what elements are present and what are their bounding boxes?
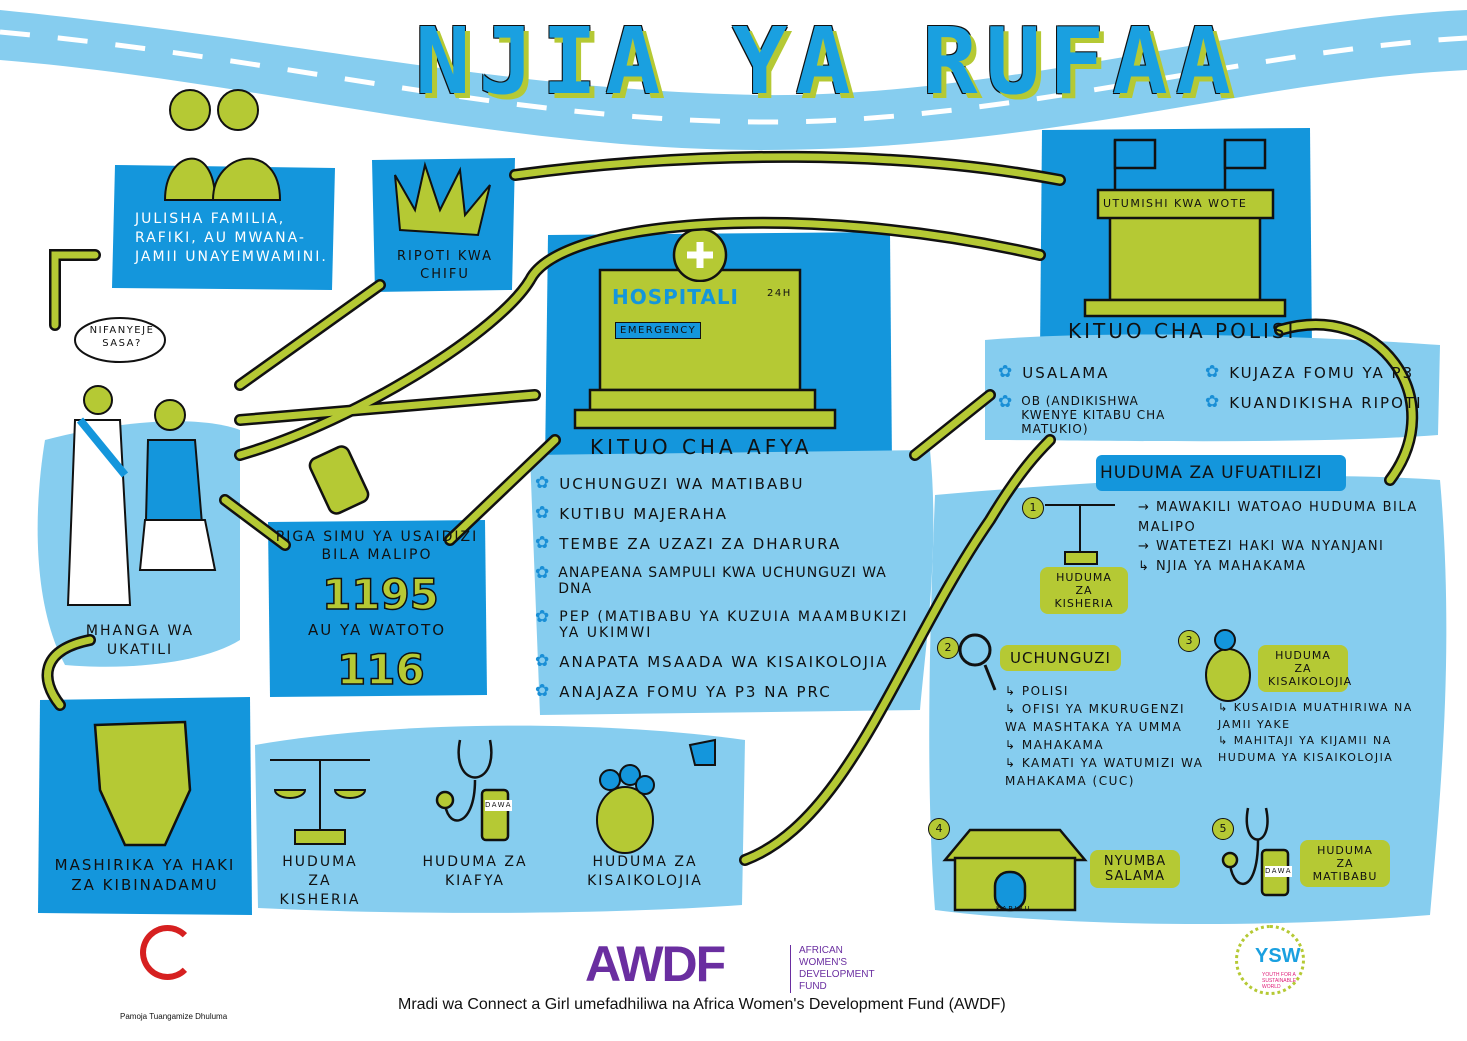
list-item: ✿UCHUNGUZI WA MATIBABU: [535, 473, 805, 494]
list-item: ↳ MAHAKAMA: [1005, 738, 1105, 752]
helpline-number[interactable]: 1195: [321, 569, 439, 620]
legal-tag: HUDUMA ZA KISHERIA: [1040, 567, 1128, 614]
followup-scales-icon: [1045, 504, 1115, 565]
police-list-right: ✿KUJAZA FOMU YA P3 ✿KUANDIKISHA RIPOTI: [1205, 364, 1435, 424]
list-item: ✿KUTIBU MAJERAHA: [535, 503, 729, 524]
flow-arrows: [41, 150, 1419, 866]
call-box: [268, 520, 487, 697]
hospital-sign: HOSPITALI: [608, 282, 743, 312]
thought-text: NIFANYEJE SASA?: [89, 325, 155, 349]
magnifier-icon: [958, 633, 997, 691]
flower-icon: ✿: [1205, 362, 1222, 382]
left-logo-icon: [140, 925, 195, 980]
police-label: KITUO CHA POLISI: [1068, 319, 1297, 343]
inform-text: JULISHA FAMILIA, RAFIKI, AU MWANA-JAMII …: [135, 211, 328, 265]
police-sign: UTUMISHI KWA WOTE: [1103, 197, 1248, 210]
list-item: ✿TEMBE ZA UZAZI ZA DHARURA: [535, 533, 842, 554]
step-number: 3: [1178, 630, 1200, 652]
police-list-left: ✿USALAMA ✿OB (ANDIKISHWA KWENYE KITABU C…: [998, 364, 1198, 448]
flower-icon: ✿: [535, 607, 552, 627]
list-item: ✿ANAPATA MSAADA WA KISAIKOLOJIA: [535, 651, 889, 672]
service-health: HUDUMA ZA KIAFYA: [422, 854, 528, 889]
flower-icon: ✿: [535, 563, 551, 583]
scales-icon: [270, 759, 370, 845]
thought-bubble: [74, 317, 166, 363]
list-item: ↳ KUSAIDIA MUATHIRIWA NA JAMII YAKE: [1218, 701, 1413, 731]
road: [0, 10, 1467, 150]
phone-icon: [308, 445, 370, 515]
call-text: PIGA SIMU YA USAIDIZI BILA MALIPO: [275, 529, 479, 564]
ysw-logo: YSW: [1255, 945, 1301, 967]
safe-house-tag: NYUMBA SALAMA: [1090, 850, 1180, 888]
awdf-name: AFRICAN WOMEN'S DEVELOPMENT FUND: [790, 945, 890, 993]
victim-label: MHANGA WA UKATILI: [85, 623, 195, 658]
list-item: ↳ MAHITAJI YA KIJAMII NA HUDUMA YA KISAI…: [1218, 734, 1394, 764]
list-item: ↳ NJIA YA MAHAKAMA: [1138, 558, 1307, 574]
hospital-services-list: ✿UCHUNGUZI WA MATIBABU ✿KUTIBU MAJERAHA …: [535, 475, 925, 713]
list-item: ✿USALAMA: [998, 362, 1110, 383]
flower-icon: ✿: [535, 681, 552, 701]
psych-tag: HUDUMA ZA KISAIKOLOJIA: [1258, 645, 1351, 692]
ysw-logo-ring: [1235, 925, 1305, 995]
psych-list: ↳ KUSAIDIA MUATHIRIWA NA JAMII YAKE ↳ MA…: [1218, 700, 1423, 766]
flower-icon: ✿: [535, 473, 552, 493]
whispering-people-icon: [163, 89, 282, 201]
door-sign: KARIBU: [996, 905, 1032, 913]
followup-title: HUDUMA ZA UFUATILIZI: [1100, 463, 1323, 483]
left-logo-caption: Pamoja Tuangamize Dhuluma: [120, 1012, 228, 1021]
fist-icon: [93, 720, 192, 847]
page-title: NJIA YA RUFAA: [415, 8, 1240, 115]
flower-icon: ✿: [998, 362, 1015, 382]
flower-icon: ✿: [535, 533, 552, 553]
list-item: ↳ KAMATI YA WATUMIZI WA MAHAKAMA (CUC): [1005, 756, 1204, 788]
list-item: ✿ANAJAZA FOMU YA P3 NA PRC: [535, 681, 832, 702]
list-item: → MAWAKILI WATOAO HUDUMA BILA MALIPO: [1138, 500, 1418, 535]
list-item: ↳ POLISI: [1005, 684, 1069, 698]
hospital-label: KITUO CHA AFYA: [590, 435, 813, 459]
step-number: 2: [937, 637, 959, 659]
child-helpline-number[interactable]: 116: [336, 644, 425, 695]
list-item: ✿KUANDIKISHA RIPOTI: [1205, 392, 1423, 413]
police-list-bg: [985, 334, 1440, 442]
list-item: ✿ANAPEANA SAMPULI KWA UCHUNGUZI WA DNA: [535, 563, 887, 598]
step-number: 1: [1022, 497, 1044, 519]
bottle-label: DAWA: [1265, 866, 1292, 877]
list-item: ✿OB (ANDIKISHWA KWENYE KITABU CHA MATUKI…: [998, 392, 1166, 437]
list-item: ✿PEP (MATIBABU YA KUZUIA MAAMBUKIZI YA U…: [535, 607, 909, 642]
list-item: → WATETEZI HAKI WA NYANJANI: [1138, 539, 1385, 554]
head-flowers-icon: [596, 738, 716, 854]
police-building-icon: [1083, 138, 1287, 318]
step-number: 5: [1212, 818, 1234, 840]
ysw-name: YOUTH FOR A SUSTAINABLE WORLD: [1262, 972, 1297, 990]
victim-illustration: [66, 385, 217, 606]
investigation-list: ↳ POLISI ↳ OFISI YA MKURUGENZI WA MASHTA…: [1005, 682, 1205, 790]
flower-icon: ✿: [998, 392, 1014, 412]
service-psych: HUDUMA ZA KISAIKOLOJIA: [587, 854, 703, 889]
flower-icon: ✿: [535, 503, 552, 523]
flower-icon: ✿: [1205, 392, 1222, 412]
rights-orgs-label: MASHIRIKA YA HAKI ZA KIBINADAMU: [54, 856, 236, 895]
legal-list: → MAWAKILI WATOAO HUDUMA BILA MALIPO → W…: [1138, 498, 1428, 576]
list-item: ↳ OFISI YA MKURUGENZI WA MASHTAKA YA UMM…: [1005, 702, 1186, 734]
emergency-sign: EMERGENCY: [615, 322, 702, 339]
followup-head-icon: [1205, 629, 1251, 702]
flower-icon: ✿: [535, 651, 552, 671]
safe-house-icon: [942, 828, 1088, 912]
bottle-label: DAWA: [485, 800, 512, 811]
call-text-children: AU YA WATOTO: [307, 621, 447, 639]
funding-note: Mradi wa Connect a Girl umefadhiliwa na …: [398, 996, 1006, 1013]
investigation-tag: UCHUNGUZI: [1000, 645, 1121, 671]
step-number: 4: [928, 818, 950, 840]
awdf-logo: AWDF: [585, 936, 726, 992]
service-legal: HUDUMA ZA KISHERIA: [279, 854, 361, 908]
hospital-hours: 24H: [767, 288, 792, 299]
grass-icon: [394, 161, 491, 237]
list-item: ✿KUJAZA FOMU YA P3: [1205, 362, 1415, 383]
medical-tag: HUDUMA ZA MATIBABU: [1300, 840, 1390, 887]
chief-text: RIPOTI KWA CHIFU: [397, 249, 493, 282]
hospital-list-bg: [530, 450, 934, 715]
